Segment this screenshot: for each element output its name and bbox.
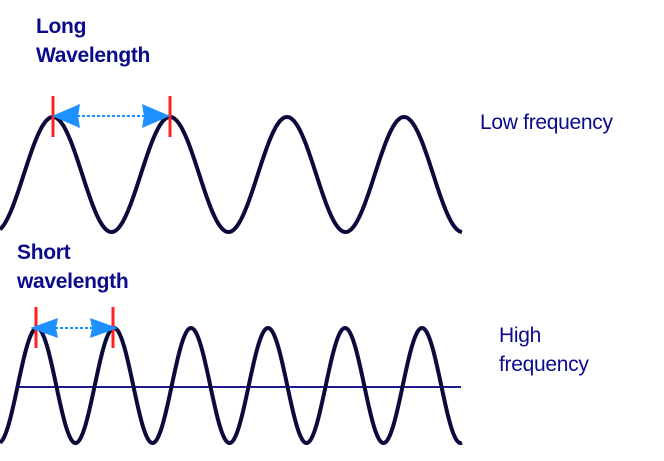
short-wavelength-label: Short wavelength	[17, 238, 129, 296]
label-line: frequency	[499, 353, 589, 376]
label-line: Short	[17, 241, 71, 264]
high-frequency-label: High frequency	[499, 321, 589, 379]
label-line: Wavelength	[36, 44, 151, 67]
long-wavelength-wave	[0, 114, 463, 234]
short-wavelength-wave	[0, 325, 463, 445]
low-frequency-label: Low frequency	[480, 111, 613, 134]
label-line: wavelength	[17, 270, 129, 293]
label-line: Long	[36, 15, 87, 38]
double-arrow-icon	[30, 318, 118, 338]
long-wavelength-label: Long Wavelength	[36, 12, 150, 70]
double-arrow-icon	[52, 104, 170, 128]
label-line: High	[499, 324, 541, 347]
